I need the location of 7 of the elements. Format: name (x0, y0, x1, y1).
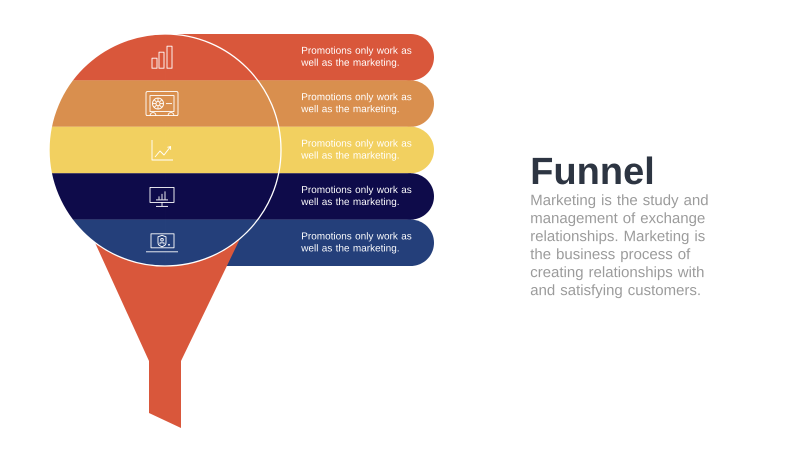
funnel-band: Promotions only work as well as the marketing. (72, 220, 434, 266)
heading: Funnel (532, 156, 652, 184)
funnel-band: Promotions only work as well as the marketing. (51, 80, 434, 127)
paragraph: Marketing is the study and management of exchange relationships. Marketing is the business process of creating relationships with and satisfying customers. (530, 194, 708, 298)
funnel-band: Promotions only work as well as the marketing. (72, 34, 434, 80)
funnel-band: Promotions only work as well as the marketing. (51, 173, 434, 220)
funnel-band: Promotions only work as well as the marketing. (49, 126, 434, 174)
